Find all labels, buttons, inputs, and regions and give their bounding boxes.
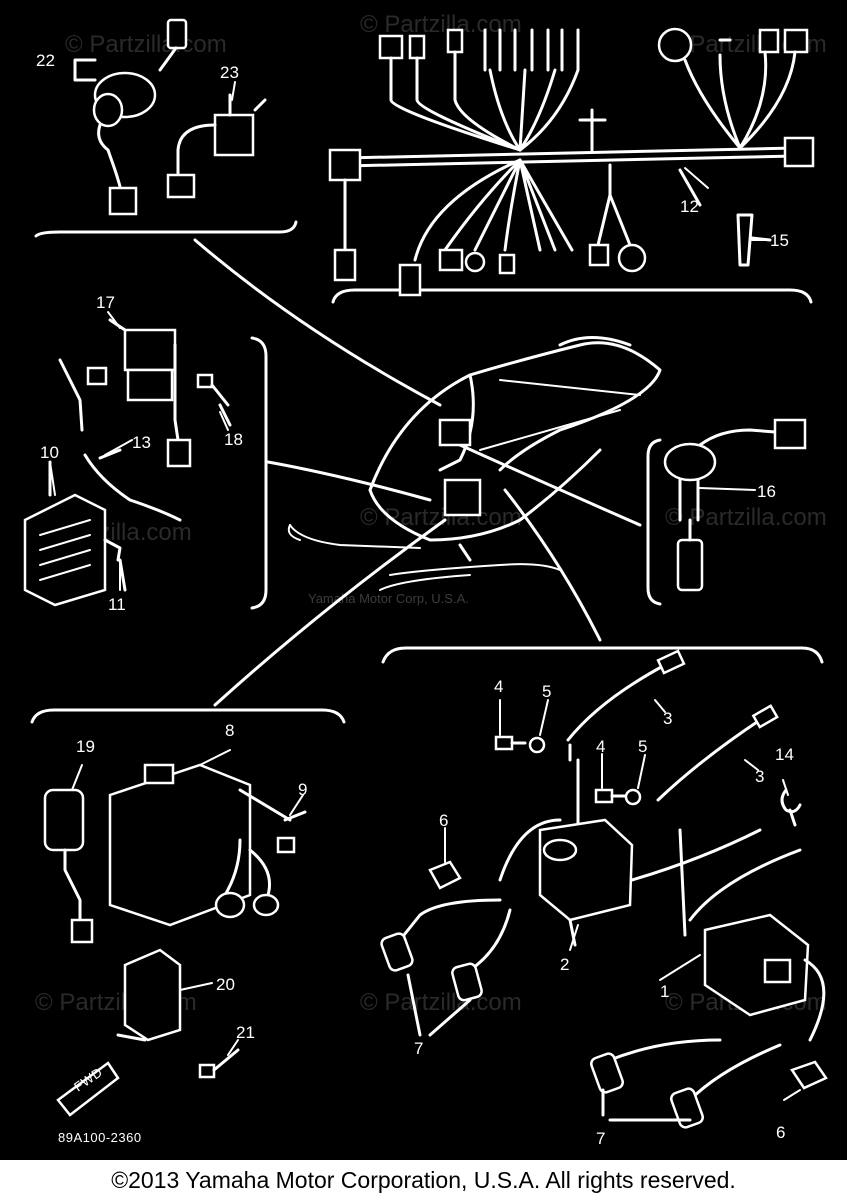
callout-3: 3 — [663, 709, 672, 728]
callout-1: 1 — [660, 982, 669, 1001]
callout-7: 7 — [414, 1039, 423, 1058]
callout-16: 16 — [757, 482, 776, 501]
watermark: © Partzilla.com — [665, 504, 827, 531]
watermark-group: © Partzilla.com © Partzilla.com © Partzi… — [30, 11, 827, 1016]
watermark: © Partzilla.com — [360, 504, 522, 531]
callout-labels: 1 2 3 3 4 4 5 5 6 6 7 7 8 9 10 11 12 13 … — [36, 51, 794, 1148]
callout-20: 20 — [216, 975, 235, 994]
callout-14: 14 — [775, 745, 794, 764]
callout-11: 11 — [108, 595, 126, 614]
bracket — [116, 948, 182, 1042]
callout-23: 23 — [220, 63, 239, 82]
wire-lead — [58, 358, 182, 522]
callout-21: 21 — [236, 1023, 255, 1042]
ignition-coil — [498, 818, 762, 947]
cdi-unit — [108, 763, 292, 927]
callout-5: 5 — [638, 737, 647, 756]
voltage-regulator — [23, 460, 107, 607]
callout-5: 5 — [542, 682, 551, 701]
callout-22: 22 — [36, 51, 55, 70]
credit-text: Yamaha Motor Corp, U.S.A. — [308, 591, 469, 606]
bolt — [103, 538, 127, 592]
drawing-code: 89A100-2360 — [58, 1130, 142, 1145]
callout-leaders — [49, 81, 801, 1101]
callout-12: 12 — [680, 197, 699, 216]
leader-lines — [193, 238, 642, 707]
callout-7: 7 — [596, 1129, 605, 1148]
callout-9: 9 — [298, 780, 307, 799]
callout-4: 4 — [494, 677, 503, 696]
callout-8: 8 — [225, 721, 234, 740]
watermark: © Partzilla.com — [360, 11, 522, 38]
ignition-switch — [73, 18, 188, 216]
clamp — [780, 788, 802, 827]
toggle-switch — [166, 93, 267, 199]
group-brackets — [30, 220, 824, 724]
wire-harness — [328, 27, 815, 297]
watermark: © Partzilla.com — [360, 989, 522, 1016]
condenser — [43, 788, 94, 944]
screws-washers — [494, 735, 642, 806]
callout-13: 13 — [132, 433, 151, 452]
forward-arrow: FWD — [56, 1061, 120, 1117]
plug-cap-holder — [428, 860, 828, 1090]
screw — [276, 810, 307, 854]
watermark: © Partzilla.com — [65, 31, 227, 58]
callout-3: 3 — [755, 767, 764, 786]
callout-6: 6 — [439, 811, 448, 830]
callout-2: 2 — [560, 955, 569, 974]
ignition-coil — [678, 828, 826, 1042]
callout-4: 4 — [596, 737, 605, 756]
callout-6: 6 — [776, 1123, 785, 1142]
callout-19: 19 — [76, 737, 95, 756]
copyright-text: ©2013 Yamaha Motor Corporation, U.S.A. A… — [111, 1166, 736, 1193]
callout-17: 17 — [96, 293, 115, 312]
screw — [198, 1048, 240, 1079]
spark-plug-caps — [380, 898, 782, 1129]
copyright-footer: ©2013 Yamaha Motor Corporation, U.S.A. A… — [0, 1160, 847, 1200]
relay — [108, 318, 192, 468]
parts-diagram: © Partzilla.com © Partzilla.com © Partzi… — [0, 0, 847, 1160]
thermo-switch — [663, 418, 807, 592]
bolt — [196, 373, 232, 427]
snowmobile-body — [287, 336, 662, 591]
callout-10: 10 — [40, 443, 59, 462]
callout-18: 18 — [224, 430, 243, 449]
callout-15: 15 — [770, 231, 789, 250]
